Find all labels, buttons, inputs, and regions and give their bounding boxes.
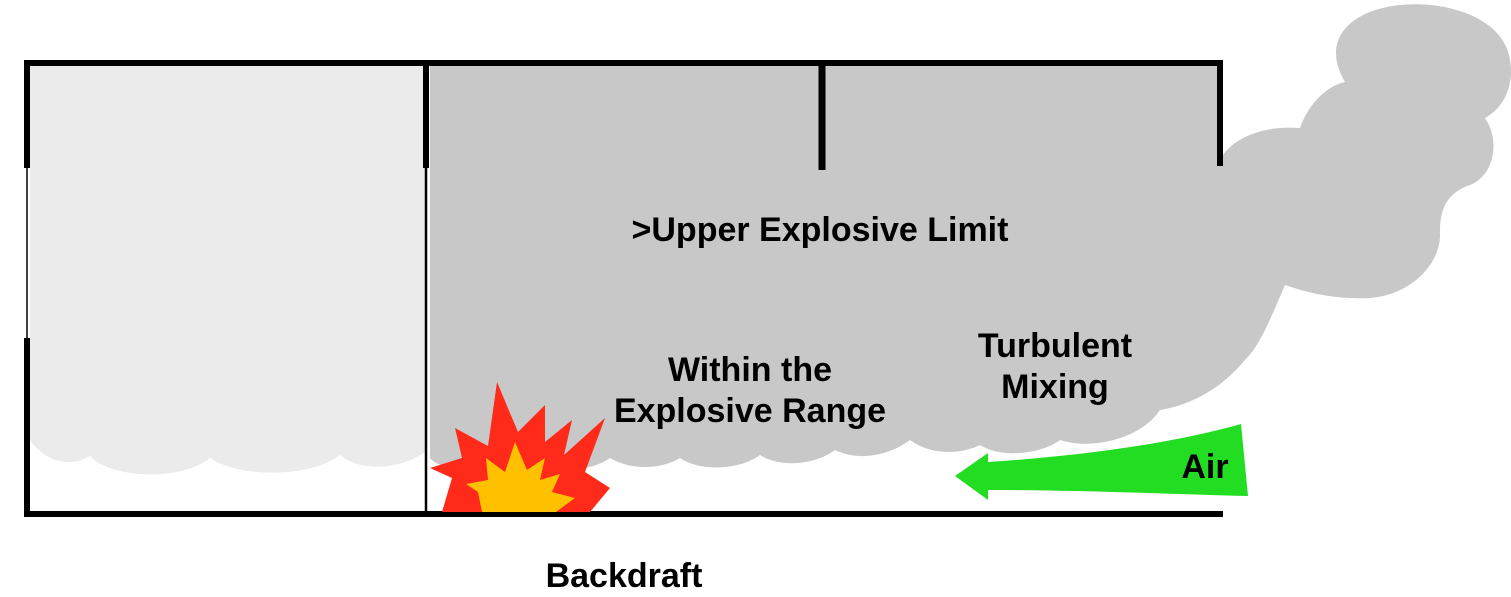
diagram-caption: Backdraft xyxy=(545,557,703,595)
explosive-range-label: Within the Explosive Range xyxy=(600,350,900,432)
explosive-range-line1: Within the xyxy=(668,351,832,389)
turbulent-mixing-line2: Mixing xyxy=(1001,367,1109,406)
upper-explosive-limit-label: >Upper Explosive Limit xyxy=(631,211,1009,249)
turbulent-mixing-line1: Turbulent xyxy=(977,327,1133,365)
air-arrow-icon xyxy=(955,424,1248,500)
dark-smoke-layer xyxy=(430,4,1511,469)
flame-icon xyxy=(430,382,610,512)
turbulent-mixing-label: Turbulent Mixing xyxy=(930,326,1180,408)
air-label: Air xyxy=(1181,448,1229,486)
building-outline xyxy=(24,60,1223,517)
light-smoke-layer xyxy=(30,66,425,475)
explosive-range-line2: Explosive Range xyxy=(613,391,887,430)
